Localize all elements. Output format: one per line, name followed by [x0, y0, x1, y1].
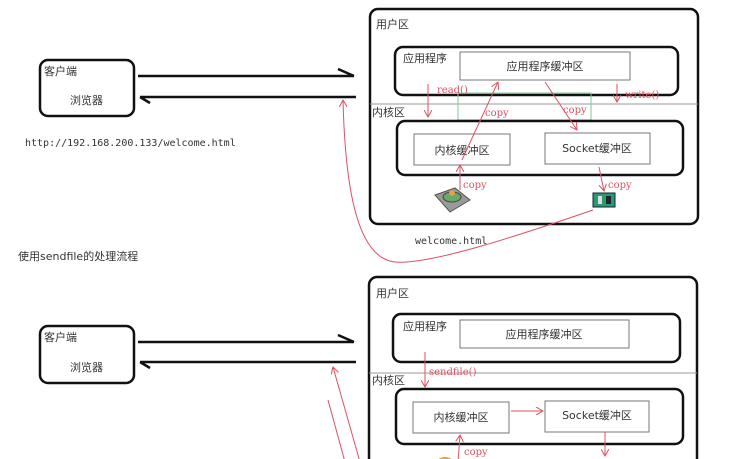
kernel-box	[395, 119, 685, 177]
read-label: read()	[437, 85, 468, 96]
socket-buffer	[544, 400, 650, 433]
copy-label: copy	[463, 180, 487, 191]
top-flow: 客户端 浏览器 http://192.168.200.133/welcome.h…	[25, 7, 700, 263]
sendfile-label: sendfile()	[429, 367, 477, 378]
app-box	[391, 312, 682, 364]
copy-label: copy	[464, 447, 488, 458]
kernel-zone-label: 内核区	[372, 373, 405, 387]
copy-label: copy	[608, 180, 632, 191]
request-arrow	[138, 333, 355, 344]
socket-buffer-label: Socket缓冲区	[562, 141, 632, 155]
user-zone-label: 用户区	[376, 286, 409, 300]
app-buffer-label: 应用程序缓冲区	[507, 59, 584, 73]
disk-icon	[434, 187, 471, 213]
client-label: 客户端	[44, 64, 77, 78]
write-label: write()	[625, 90, 659, 101]
network-card-icon	[592, 192, 616, 208]
user-zone-box	[368, 7, 700, 226]
user-zone-box	[367, 275, 699, 459]
disk-copy-arrow	[458, 435, 460, 459]
url-text: http://192.168.200.133/welcome.html	[25, 138, 236, 149]
app-label: 应用程序	[403, 319, 447, 333]
response-flow-curve	[343, 100, 594, 263]
app-buffer-label: 应用程序缓冲区	[506, 327, 583, 341]
response-flow-line	[333, 367, 360, 459]
response-flow-line	[327, 399, 345, 459]
kernel-buffer	[412, 401, 510, 434]
kernel-buffer-label: 内核缓冲区	[434, 410, 489, 424]
client-box	[38, 58, 136, 118]
app-buffer	[459, 51, 631, 81]
app-box	[393, 45, 680, 97]
app-buffer	[459, 319, 630, 349]
bottom-flow: 客户端 浏览器 用户区 应用程序 应用程序缓冲区 内核区 内核缓冲区 Socke…	[38, 275, 699, 459]
socket-buffer	[544, 132, 651, 165]
copy-label: copy	[563, 105, 587, 116]
user-zone-label: 用户区	[376, 17, 409, 31]
copy-to-socket-arrow	[544, 81, 577, 130]
client-label: 客户端	[44, 330, 77, 344]
kernel-box	[394, 387, 685, 446]
kernel-buffer-label: 内核缓冲区	[435, 143, 490, 157]
caption: 使用sendfile的处理流程	[18, 249, 138, 263]
nic-copy-arrow	[598, 166, 604, 191]
response-arrow	[139, 95, 356, 105]
kernel-zone-label: 内核区	[372, 105, 405, 119]
client-box	[38, 324, 136, 385]
browser-label: 浏览器	[70, 93, 103, 107]
response-arrow	[139, 360, 356, 370]
app-label: 应用程序	[403, 51, 447, 65]
browser-label: 浏览器	[70, 360, 103, 374]
socket-buffer-label: Socket缓冲区	[562, 408, 632, 422]
copy-label: copy	[485, 108, 509, 119]
request-arrow	[138, 67, 355, 78]
copy-to-app-arrow	[461, 82, 498, 161]
file-name: welcome.html	[415, 236, 487, 247]
